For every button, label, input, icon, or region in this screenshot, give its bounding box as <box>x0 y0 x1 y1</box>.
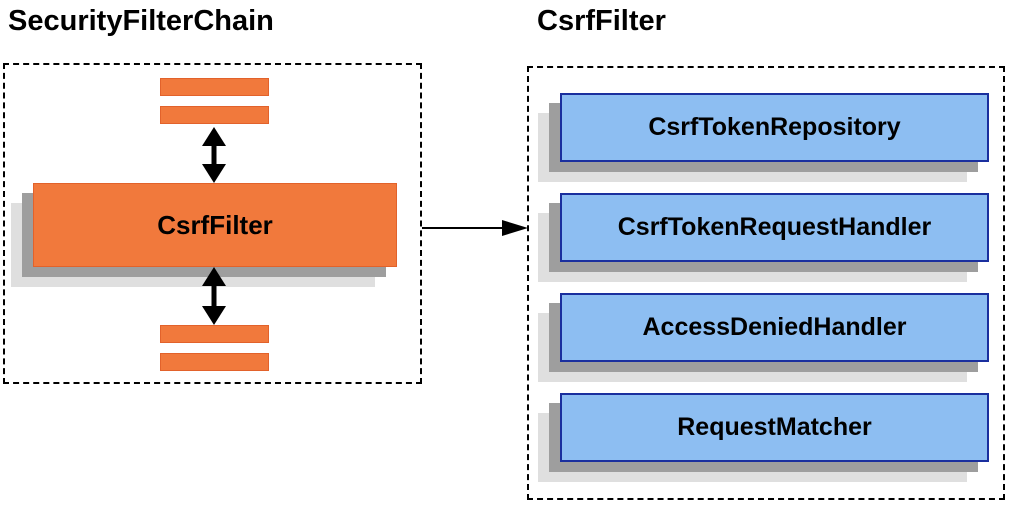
csrf-filter-box: CsrfFilter <box>33 183 397 267</box>
left-panel-title: SecurityFilterChain <box>8 5 274 37</box>
component-box-csrf-token-repository: CsrfTokenRepository <box>560 93 989 162</box>
component-box-access-denied-handler: AccessDeniedHandler <box>560 293 989 362</box>
csrf-filter-components-container <box>527 66 1005 500</box>
bidirectional-arrow-icon <box>202 267 226 325</box>
security-filter-chain-container <box>3 63 422 384</box>
bidirectional-arrow-icon <box>202 127 226 183</box>
csrf-filter-box-label: CsrfFilter <box>157 209 273 240</box>
component-box-csrf-token-request-handler: CsrfTokenRequestHandler <box>560 193 989 262</box>
component-label: CsrfTokenRequestHandler <box>617 213 932 241</box>
filter-placeholder-bar <box>160 78 269 96</box>
right-panel-title: CsrfFilter <box>537 5 666 37</box>
filter-placeholder-bar <box>160 106 269 124</box>
flow-arrow-icon <box>422 220 528 236</box>
component-label: CsrfTokenRepository <box>648 113 901 141</box>
component-label: RequestMatcher <box>677 413 872 441</box>
component-label: AccessDeniedHandler <box>642 313 907 341</box>
filter-placeholder-bar <box>160 353 269 371</box>
component-box-request-matcher: RequestMatcher <box>560 393 989 462</box>
filter-placeholder-bar <box>160 325 269 343</box>
